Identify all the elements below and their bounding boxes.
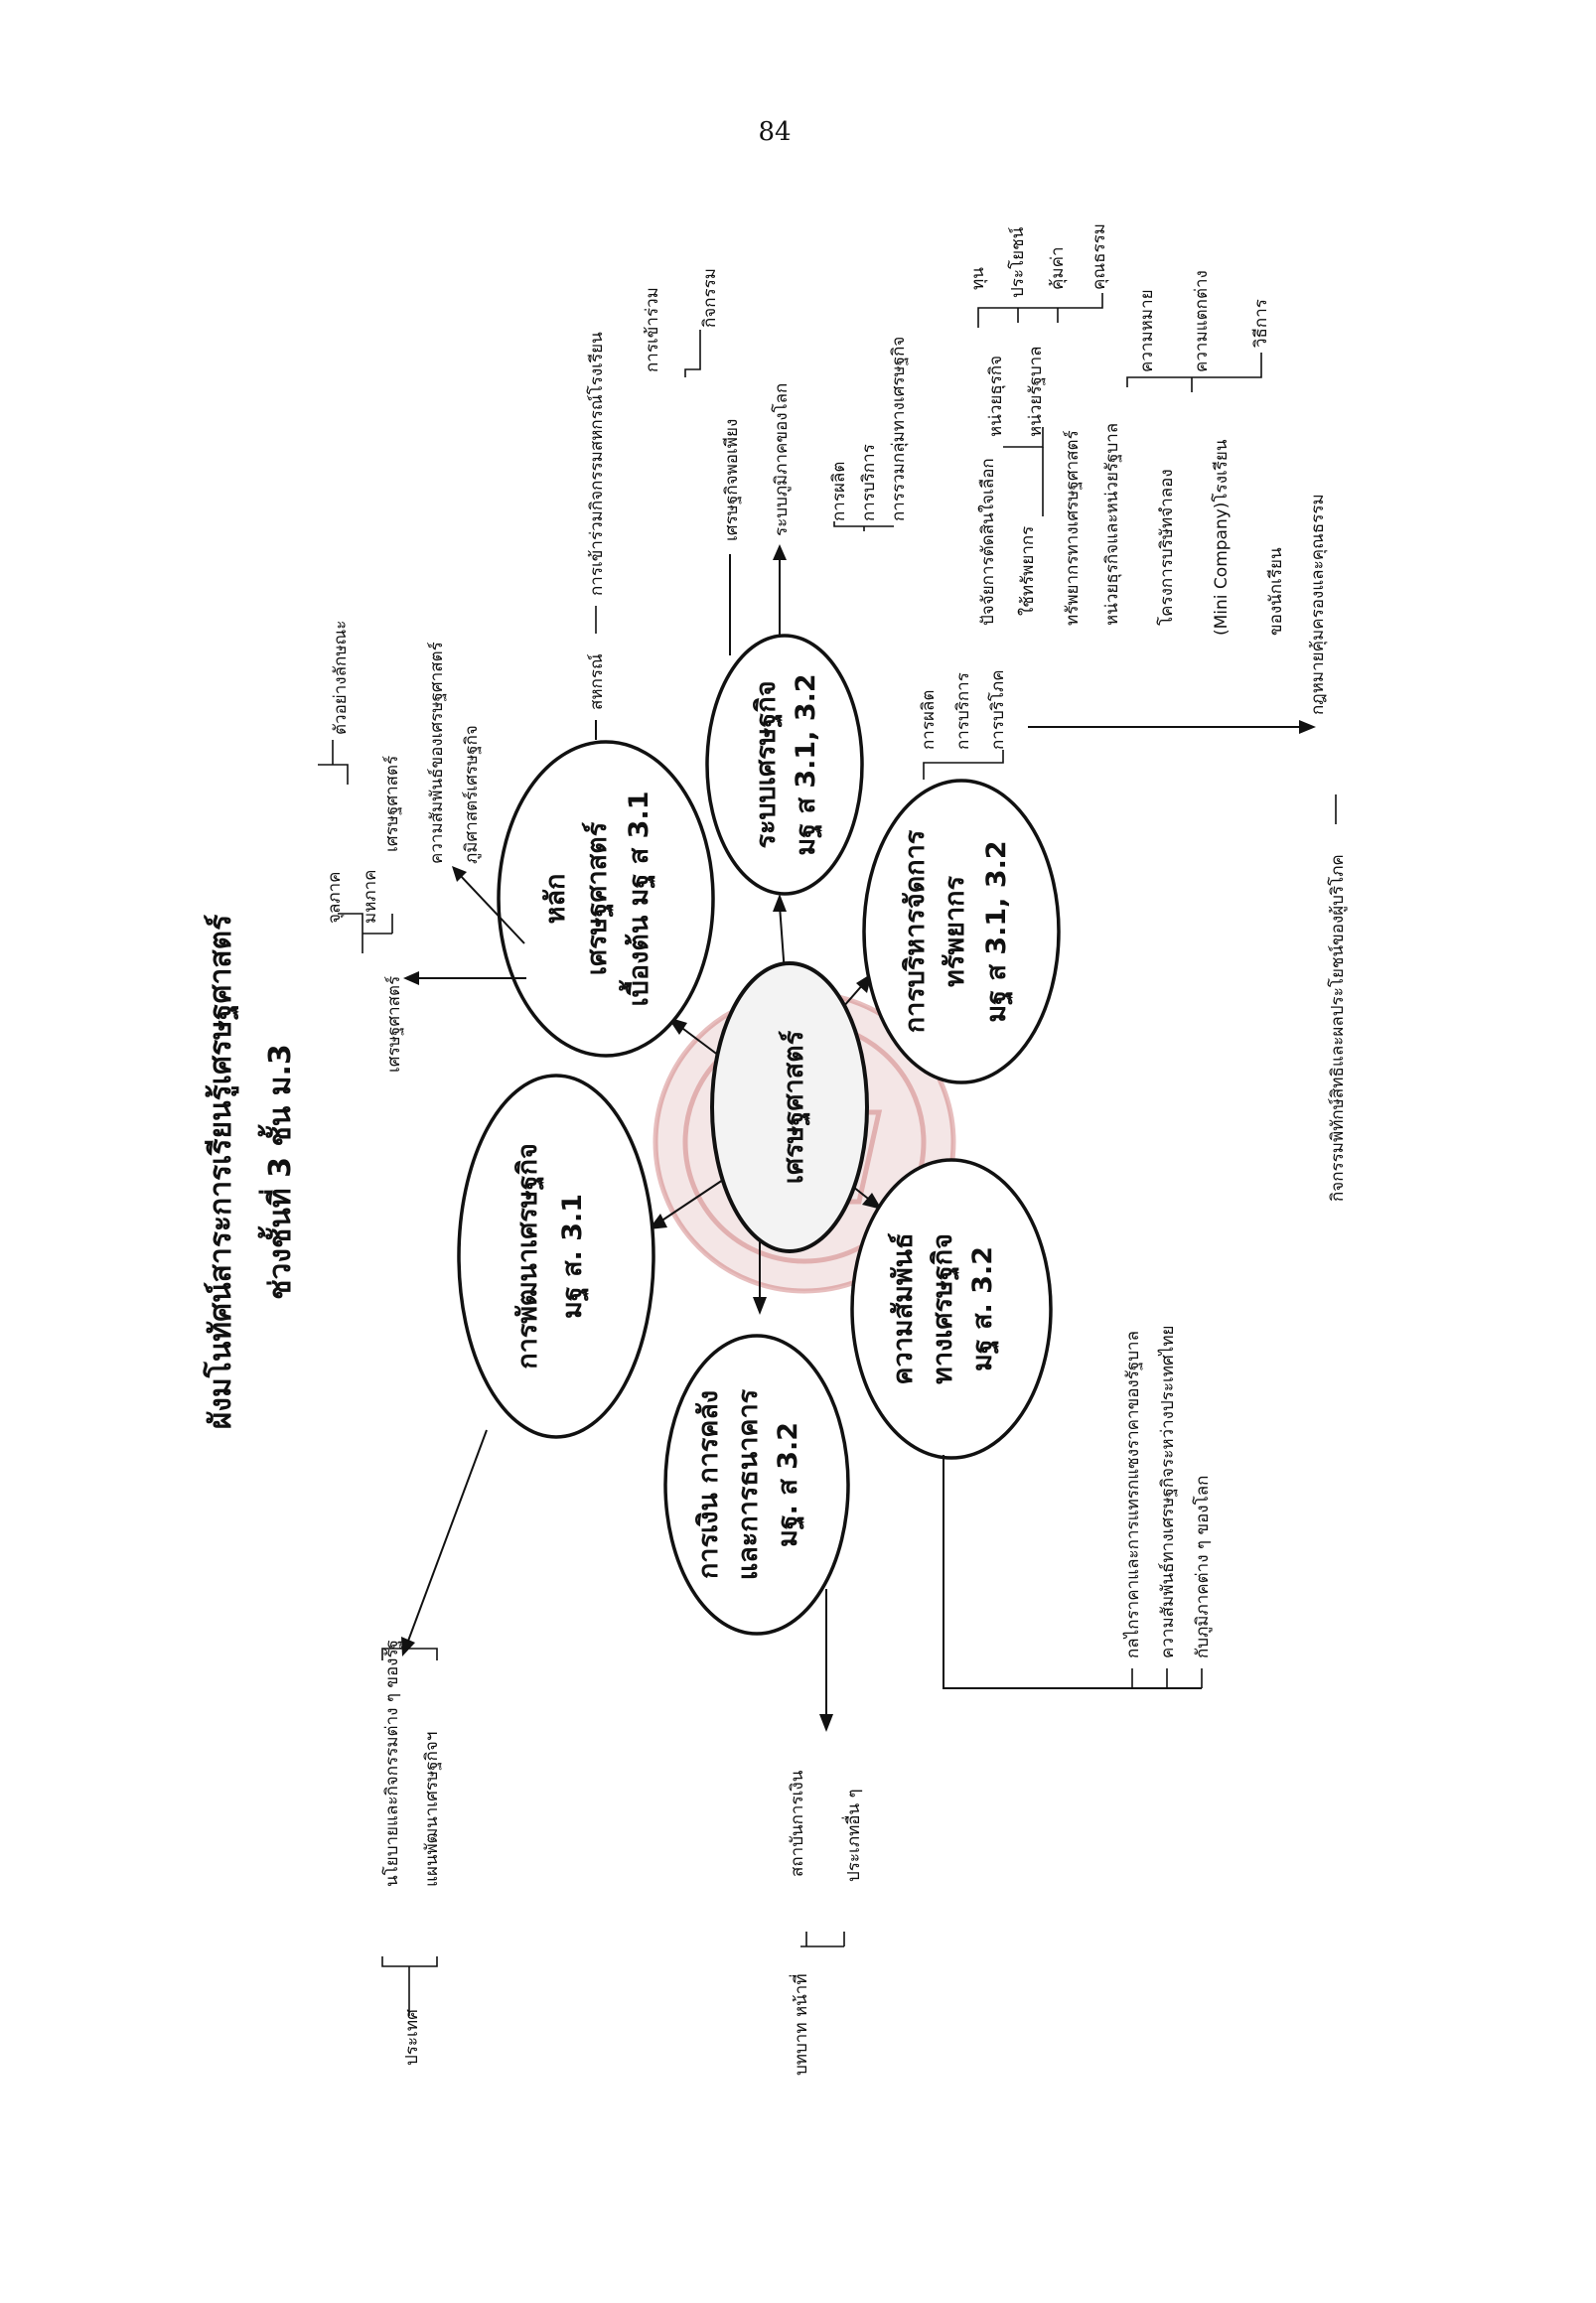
svg-text:ความสัมพันธ์ทางเศรษฐกิจระหว่าง: ความสัมพันธ์ทางเศรษฐกิจระหว่างประเทศไทย: [1157, 1325, 1178, 1658]
svg-text:การรวมกลุ่มทางเศรษฐกิจ: การรวมกลุ่มทางเศรษฐกิจ: [889, 337, 909, 521]
svg-text:การบริโภค: การบริโภค: [987, 669, 1008, 750]
node-system: ระบบเศรษฐกิจ มฐ ส 3.1, 3.2: [705, 634, 864, 896]
svg-text:กลไกราคาและการแทรกแซงราคาของรั: กลไกราคาและการแทรกแซงราคาของรัฐบาล: [1122, 1331, 1143, 1658]
svg-text:ปัจจัยการตัดสินใจเลือก: ปัจจัยการตัดสินใจเลือก: [977, 458, 998, 626]
svg-text:ทางเศรษฐกิจ: ทางเศรษฐกิจ: [928, 1233, 960, 1384]
svg-text:เศรษฐศาสตร์: เศรษฐศาสตร์: [581, 821, 615, 975]
svg-text:ประเภทอื่น ๆ: ประเภทอื่น ๆ: [841, 1789, 864, 1882]
svg-text:ตัวอย่างลักษณะ: ตัวอย่างลักษณะ: [331, 621, 351, 735]
svg-text:ทรัพยากร: ทรัพยากร: [940, 876, 970, 987]
svg-text:ของนักเรียน: ของนักเรียน: [1266, 547, 1286, 636]
node-development: การพัฒนาเศรษฐกิจ มฐ ส. 3.1: [457, 1074, 655, 1439]
svg-text:นโยบายและกิจกรรมต่าง ๆ ของรัฐ: นโยบายและกิจกรรมต่าง ๆ ของรัฐ: [381, 1640, 402, 1887]
svg-text:การเข้าร่วม: การเข้าร่วม: [643, 287, 662, 372]
svg-text:การบริการ: การบริการ: [859, 444, 879, 521]
svg-text:จุลภาค: จุลภาค: [325, 871, 345, 924]
svg-text:มหภาค: มหภาค: [361, 869, 380, 924]
svg-text:(Mini Company)โรงเรียน: (Mini Company)โรงเรียน: [1211, 439, 1232, 636]
svg-text:ความแตกต่าง: ความแตกต่าง: [1192, 270, 1212, 372]
svg-text:หลัก: หลัก: [540, 874, 571, 925]
svg-text:การเข้าร่วมกิจกรรมสหกรณ์โรงเรี: การเข้าร่วมกิจกรรมสหกรณ์โรงเรียน: [586, 332, 607, 596]
node-principles: หลัก เศรษฐศาสตร์ เบื้องต้น มฐ ส 3.1: [497, 740, 715, 1058]
svg-text:มฐ ส 3.1, 3.2: มฐ ส 3.1, 3.2: [981, 840, 1014, 1022]
svg-text:ประโยชน์: ประโยชน์: [1007, 226, 1028, 298]
svg-text:และการธนาคาร: และการธนาคาร: [733, 1388, 764, 1580]
svg-text:มฐ ส 3.1, 3.2: มฐ ส 3.1, 3.2: [791, 673, 823, 855]
node-finance: การเงิน การคลัง และการธนาคาร มฐ. ส 3.2: [663, 1334, 850, 1636]
svg-text:ประเทศ: ประเทศ: [402, 2009, 422, 2066]
svg-text:การเงิน การคลัง: การเงิน การคลัง: [693, 1390, 724, 1579]
svg-text:กิจกรรม: กิจกรรม: [700, 268, 720, 328]
svg-text:วิธีการ: วิธีการ: [1251, 299, 1271, 348]
svg-text:การบริการ: การบริการ: [953, 672, 973, 750]
svg-text:ทรัพยากรทางเศรษฐศาสตร์: ทรัพยากรทางเศรษฐศาสตร์: [1063, 430, 1083, 626]
svg-text:แผนพัฒนาเศรษฐกิจฯ: แผนพัฒนาเศรษฐกิจฯ: [422, 1732, 442, 1887]
svg-text:หน่วยธุรกิจ: หน่วยธุรกิจ: [986, 356, 1006, 437]
svg-text:ทุน: ทุน: [968, 267, 988, 290]
svg-text:การบริหารจัดการ: การบริหารจัดการ: [900, 829, 931, 1033]
svg-text:ความสัมพันธ์ของเศรษฐศาสตร์: ความสัมพันธ์ของเศรษฐศาสตร์: [427, 642, 447, 864]
development-branch: นโยบายและกิจกรรมต่าง ๆ ของรัฐ แผนพัฒนาเศ…: [381, 1429, 488, 2066]
svg-text:ระบบภูมิภาคของโลก: ระบบภูมิภาคของโลก: [771, 383, 792, 536]
svg-text:สหกรณ์: สหกรณ์: [587, 653, 607, 710]
title-line-1: ผังมโนทัศน์สาระการเรียนรู้เศรษฐศาสตร์: [202, 915, 240, 1430]
svg-text:เศรษฐกิจพอเพียง: เศรษฐกิจพอเพียง: [722, 419, 742, 541]
svg-text:กฎหมายคุ้มครองและคุณธรรม: กฎหมายคุ้มครองและคุณธรรม: [1308, 494, 1328, 715]
svg-text:หน่วยธุรกิจและหน่วยรัฐบาล: หน่วยธุรกิจและหน่วยรัฐบาล: [1102, 423, 1122, 626]
svg-text:มฐ ส. 3.2: มฐ ส. 3.2: [967, 1246, 1000, 1371]
svg-text:เบื้องต้น มฐ ส 3.1: เบื้องต้น มฐ ส 3.1: [618, 792, 656, 1007]
svg-text:มฐ ส. 3.1: มฐ ส. 3.1: [557, 1194, 590, 1319]
svg-text:ใช้ทรัพยากร: ใช้ทรัพยากร: [1017, 526, 1038, 616]
page-number: 84: [758, 117, 792, 147]
svg-text:คุณธรรม: คุณธรรม: [1089, 223, 1109, 290]
svg-text:หน่วยรัฐบาล: หน่วยรัฐบาล: [1026, 346, 1046, 437]
principles-branch: เศรษฐศาสตร์ จุลภาค มหภาค เศรษฐศาสตร์ ควา…: [318, 332, 607, 1073]
svg-text:กิจกรรมพิทักษ์สิทธิและผลประโยช: กิจกรรมพิทักษ์สิทธิและผลประโยชน์ของผู้บร…: [1327, 854, 1348, 1202]
svg-text:ระบบเศรษฐกิจ: ระบบเศรษฐกิจ: [751, 680, 784, 848]
svg-text:เศรษฐศาสตร์: เศรษฐศาสตร์: [382, 756, 402, 852]
center-label: เศรษฐศาสตร์: [778, 1030, 811, 1184]
relations-branch: กลไกราคาและการแทรกแซงราคาของรัฐบาล ความส…: [943, 1325, 1213, 1689]
svg-text:กับภูมิภาคต่าง ๆ ของโลก: กับภูมิภาคต่าง ๆ ของโลก: [1192, 1476, 1213, 1658]
svg-text:มฐ. ส 3.2: มฐ. ส 3.2: [773, 1422, 805, 1547]
resource-branch: การผลิต การบริการ การบริโภค กฎหมายคุ้มคร…: [919, 223, 1348, 1202]
svg-text:โครงการบริษัทจำลอง: โครงการบริษัทจำลอง: [1156, 469, 1177, 626]
node-resource: การบริหารจัดการ ทรัพยากร มฐ ส 3.1, 3.2: [862, 779, 1061, 1084]
svg-text:การพัฒนาเศรษฐกิจ: การพัฒนาเศรษฐกิจ: [512, 1143, 545, 1369]
node-relations: ความสัมพันธ์ ทางเศรษฐกิจ มฐ ส. 3.2: [850, 1158, 1053, 1460]
svg-text:ความสัมพันธ์: ความสัมพันธ์: [887, 1232, 919, 1384]
finance-branch: สถาบันการเงิน ประเภทอื่น ๆ บทบาท หน้าที่: [788, 1589, 864, 2076]
svg-text:คุ้มค่า: คุ้มค่า: [1048, 247, 1068, 291]
svg-text:ภูมิศาสตร์เศรษฐกิจ: ภูมิศาสตร์เศรษฐกิจ: [462, 725, 482, 864]
svg-text:ความหมาย: ความหมาย: [1137, 289, 1157, 372]
svg-text:การผลิต: การผลิต: [919, 690, 939, 750]
title-line-2: ช่วงชั้นที่ 3 ชั้น ม.3: [257, 1044, 298, 1300]
system-branch: เศรษฐกิจพอเพียง การเข้าร่วม กิจกรรม ระบบ…: [643, 268, 909, 655]
svg-text:การผลิต: การผลิต: [829, 462, 849, 521]
center-node: เศรษฐศาสตร์: [710, 961, 869, 1253]
svg-text:เศรษฐศาสตร์: เศรษฐศาสตร์: [384, 976, 404, 1073]
svg-text:บทบาท หน้าที่: บทบาท หน้าที่: [789, 1973, 811, 2076]
svg-text:สถาบันการเงิน: สถาบันการเงิน: [788, 1770, 807, 1877]
